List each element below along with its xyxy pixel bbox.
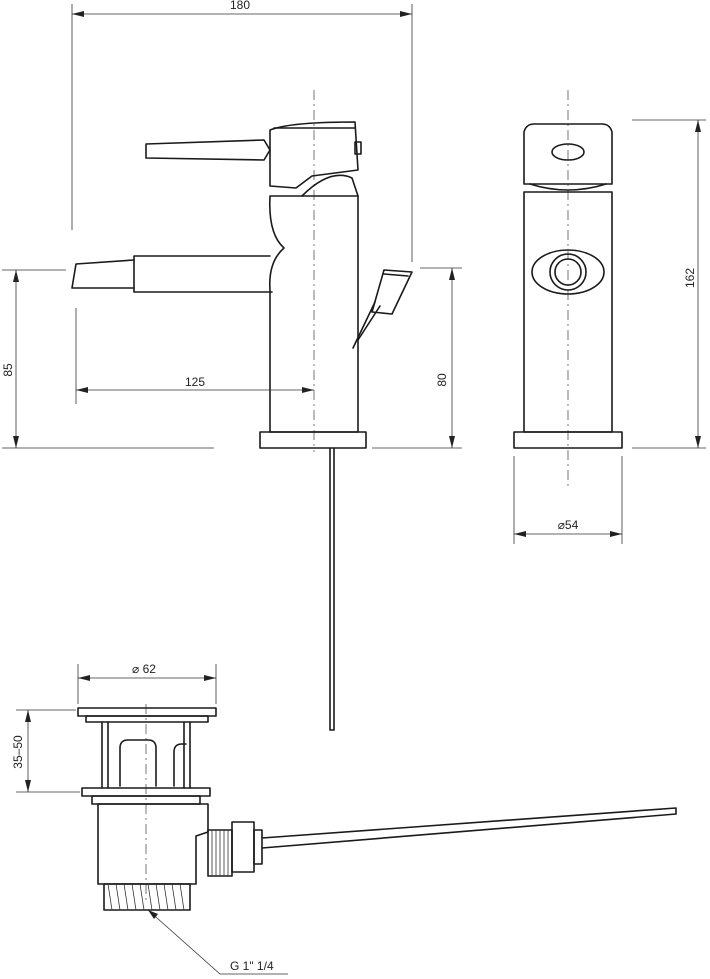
overall-width-label: 180 <box>230 0 250 12</box>
waste-diameter-label: ⌀ 62 <box>132 662 156 676</box>
base-diameter-label: ⌀54 <box>558 518 579 532</box>
side-view <box>71 90 413 731</box>
spout-height-label: 85 <box>1 363 15 377</box>
waste-thread-label: G 1" 1/4 <box>230 959 274 973</box>
front-view <box>513 90 623 488</box>
dimension-lines <box>2 4 706 975</box>
total-height-label: 162 <box>683 268 697 288</box>
spout-reach-label: 125 <box>185 375 205 389</box>
lever-height-label: 80 <box>435 373 449 387</box>
waste-adjust-label: 35–50 <box>11 735 25 769</box>
waste-assembly <box>77 704 677 911</box>
